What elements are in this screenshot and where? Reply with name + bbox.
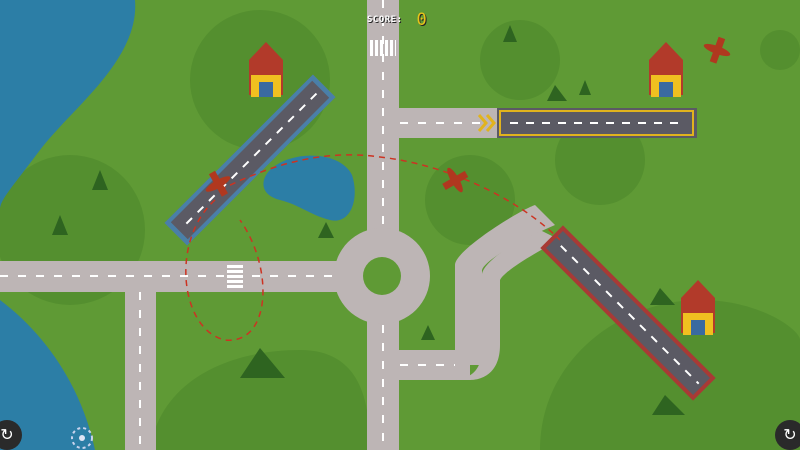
score-display: SCORE: 0 <box>367 10 427 30</box>
hangar[interactable] <box>249 42 715 335</box>
landing-target-dot <box>79 435 85 441</box>
restart-icon: ↻ <box>783 425 797 444</box>
lake-top-left <box>0 0 136 210</box>
restart-button-left[interactable]: ↻ <box>0 420 22 450</box>
pond <box>263 155 355 221</box>
grass-patch-bottom <box>150 350 370 450</box>
lake-bottom-left <box>0 300 95 450</box>
roundabout-center <box>363 257 401 295</box>
score-label: SCORE: <box>367 15 403 25</box>
runway-blue <box>164 74 336 246</box>
flight-paths <box>185 154 561 341</box>
trees <box>52 25 685 415</box>
chevron-right-icon <box>477 114 488 132</box>
runway-yellow <box>477 108 697 138</box>
chevron-right-icon <box>485 114 496 132</box>
runway-red <box>540 225 716 401</box>
road-markings <box>0 0 480 450</box>
restart-button-right[interactable]: ↻ <box>775 420 800 450</box>
landing-target-indicator <box>71 427 93 449</box>
airplane[interactable] <box>199 33 734 202</box>
restart-icon: ↻ <box>0 425 14 444</box>
crosswalks <box>227 40 396 290</box>
score-value: 0 <box>416 10 427 30</box>
